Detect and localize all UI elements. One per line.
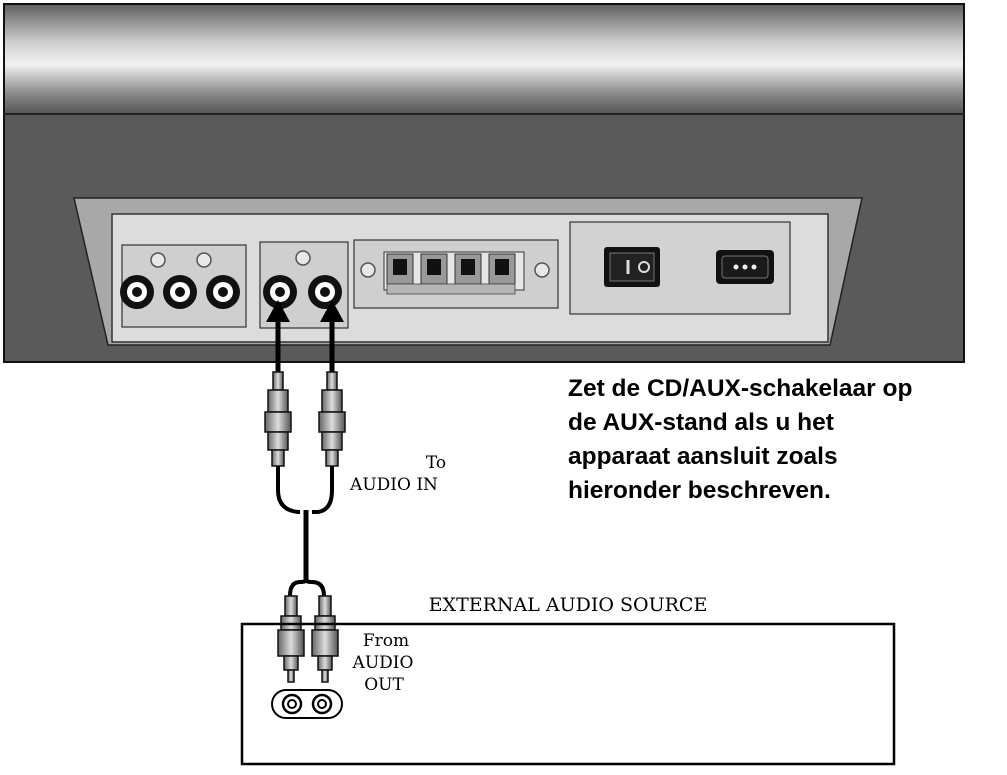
speaker-terminals — [353, 239, 559, 309]
rca-plug-upper-left — [264, 371, 292, 467]
rca-plug-lower-right — [311, 595, 339, 683]
speaker-terminal-4 — [488, 253, 516, 285]
label-from: From — [363, 631, 409, 651]
aux-in-jack-right — [308, 275, 342, 309]
label-audio: AUDIO — [352, 653, 414, 673]
rca-jack-1 — [120, 275, 154, 309]
instruction-line: hieronder beschreven. — [568, 477, 831, 504]
speaker-terminal-1 — [386, 253, 414, 285]
screw-icon — [150, 252, 166, 268]
output-jacks-group — [120, 244, 247, 328]
label-out: OUT — [364, 675, 404, 695]
rca-jack-2 — [163, 275, 197, 309]
speaker-terminal-3 — [454, 253, 482, 285]
instruction-text: Zet de CD/AUX-schakelaar op de AUX-stand… — [568, 372, 998, 508]
rca-plug-upper-right — [318, 371, 346, 467]
instruction-line: de AUX-stand als u het — [568, 409, 834, 436]
label-audio-in: AUDIO IN — [349, 475, 438, 495]
external-source-box — [240, 622, 896, 766]
rca-jack-3 — [206, 275, 240, 309]
screw-icon — [360, 262, 376, 278]
label-to: To — [426, 453, 446, 473]
ac-inlet-icon — [716, 250, 774, 284]
audio-out-jacks — [271, 689, 343, 719]
label-external-audio-source: EXTERNAL AUDIO SOURCE — [429, 594, 708, 616]
instruction-line: apparaat aansluit zoals — [568, 443, 838, 470]
main-unit — [3, 3, 965, 363]
rca-plug-lower-left — [277, 595, 305, 683]
power-section — [569, 221, 791, 315]
screw-icon — [196, 252, 212, 268]
speaker-terminal-2 — [420, 253, 448, 285]
power-switch-icon — [604, 247, 660, 287]
screw-icon — [295, 250, 311, 266]
screw-icon — [534, 262, 550, 278]
aux-in-jack-left — [263, 275, 297, 309]
unit-top-cover — [3, 3, 965, 115]
external-audio-source — [240, 622, 896, 766]
instruction-line: Zet de CD/AUX-schakelaar op — [568, 375, 913, 402]
